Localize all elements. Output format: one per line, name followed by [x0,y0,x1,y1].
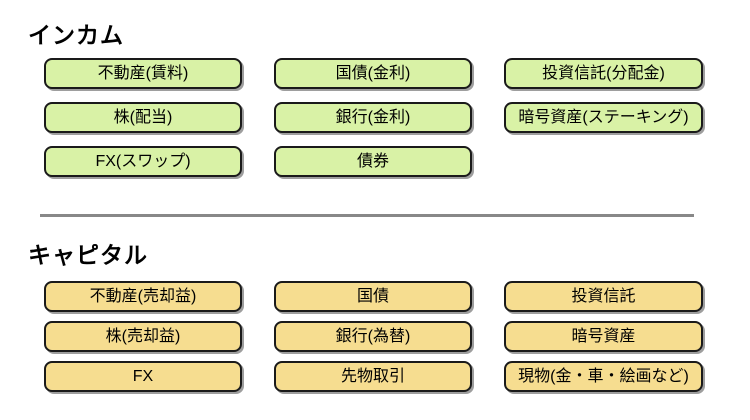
capital-cell-mutual-funds: 投資信託 [504,281,703,312]
income-cell-crypto: 暗号資産(ステーキング) [504,102,703,133]
income-cell-bank: 銀行(金利) [274,102,472,133]
capital-cell-crypto: 暗号資産 [504,321,703,352]
capital-cell-bank: 銀行(為替) [274,321,472,352]
capital-grid: 不動産(売却益) 国債 投資信託 株(売却益) 銀行(為替) 暗号資産 FX 先… [44,281,703,392]
income-cell-bonds: 債券 [274,146,472,177]
capital-cell-real-estate: 不動産(売却益) [44,281,242,312]
income-cell-gov-bonds: 国債(金利) [274,58,472,89]
capital-cell-futures: 先物取引 [274,361,472,392]
income-cell-fx: FX(スワップ) [44,146,242,177]
capital-cell-stocks: 株(売却益) [44,321,242,352]
income-grid: 不動産(賃料) 国債(金利) 投資信託(分配金) 株(配当) 銀行(金利) 暗号… [44,58,703,177]
capital-cell-physical: 現物(金・車・絵画など) [504,361,703,392]
capital-section-title: キャピタル [28,242,148,268]
income-cell-real-estate: 不動産(賃料) [44,58,242,89]
income-cell-mutual-funds: 投資信託(分配金) [504,58,703,89]
income-cell-stocks: 株(配当) [44,102,242,133]
capital-cell-gov-bonds: 国債 [274,281,472,312]
capital-cell-fx: FX [44,361,242,392]
section-divider [40,214,694,217]
income-section-title: インカム [28,22,124,48]
